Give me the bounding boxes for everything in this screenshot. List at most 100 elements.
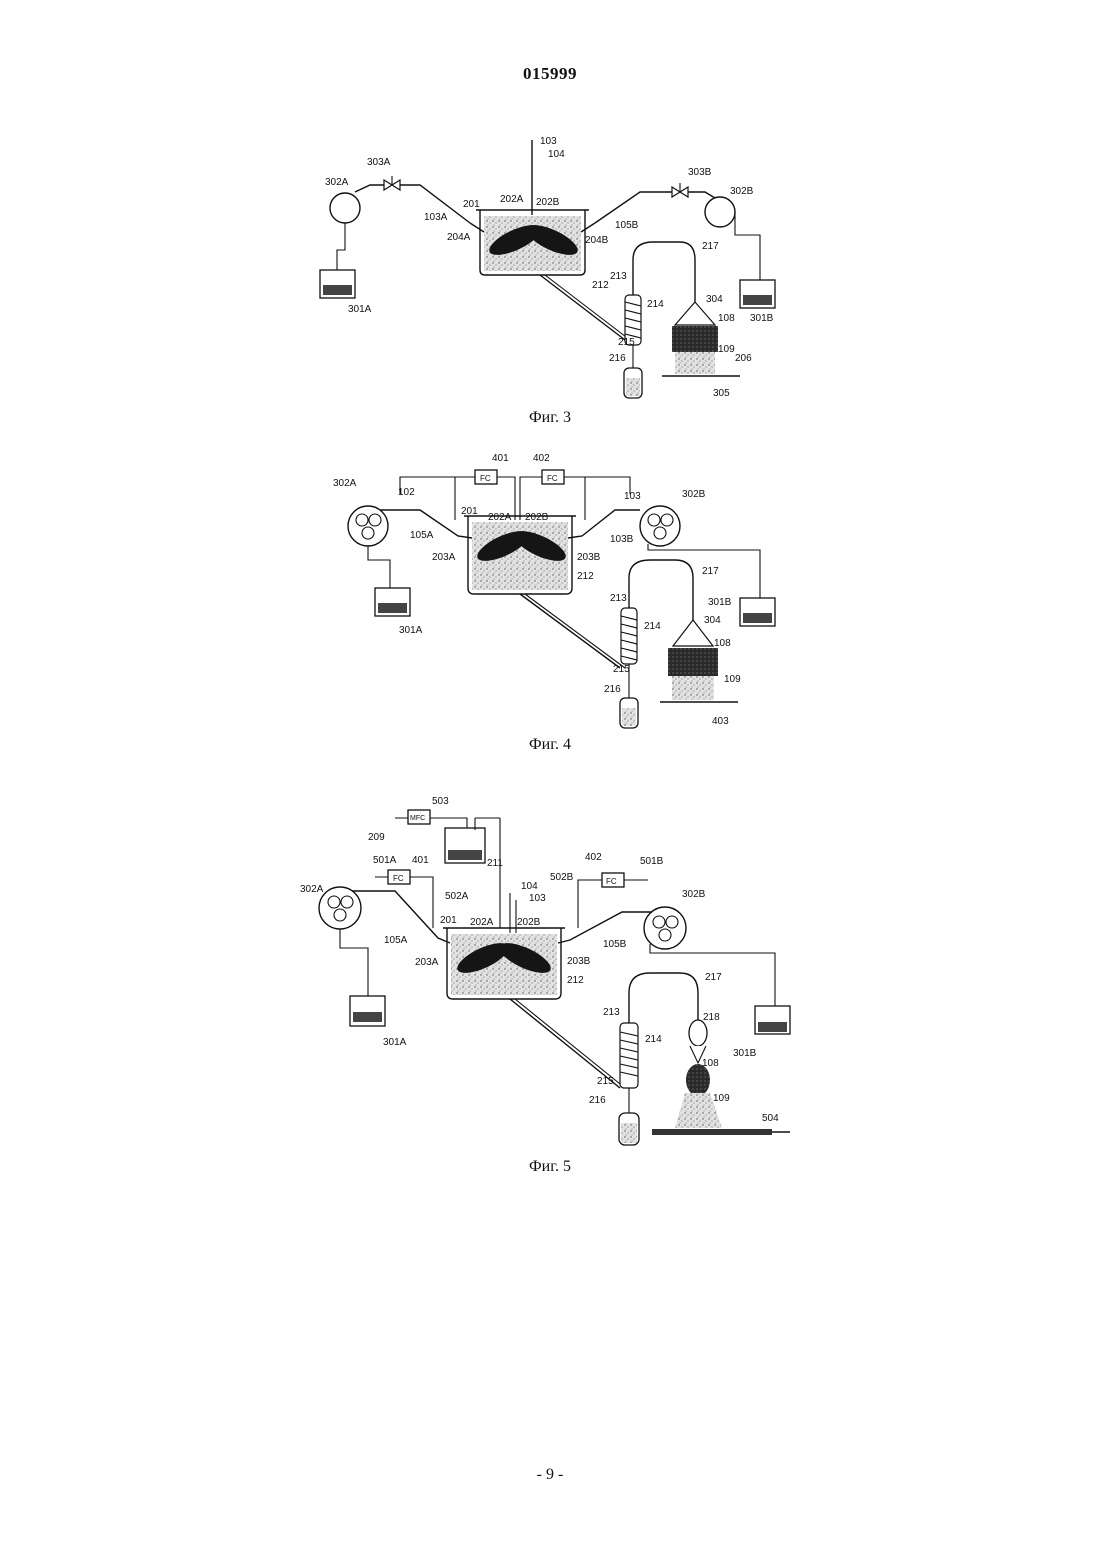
label-218: 218 — [703, 1012, 720, 1023]
label-202b: 202B — [536, 197, 560, 208]
label-201: 201 — [463, 199, 480, 210]
label-213: 213 — [610, 271, 627, 282]
label-201: 201 — [461, 506, 478, 517]
label-301a: 301A — [348, 304, 372, 315]
label-203b: 203B — [577, 552, 601, 563]
label-502b: 502B — [550, 872, 574, 883]
label-212: 212 — [567, 975, 584, 986]
label-302a: 302A — [300, 884, 324, 895]
label-214: 214 — [645, 1034, 662, 1045]
label-304: 304 — [704, 615, 721, 626]
label-217: 217 — [705, 972, 722, 983]
page-number: - 9 - — [0, 1466, 1100, 1484]
figure-3-caption: Фиг. 3 — [0, 409, 1100, 427]
label-215: 215 — [618, 337, 635, 348]
label-216: 216 — [604, 684, 621, 695]
figure-4-caption: Фиг. 4 — [0, 736, 1100, 754]
label-103: 103 — [624, 491, 641, 502]
fc-401-label: FC — [480, 474, 491, 483]
label-105a: 105A — [410, 530, 434, 541]
reactor-vessel — [464, 516, 576, 594]
label-102: 102 — [398, 487, 415, 498]
label-202a: 202A — [470, 917, 494, 928]
label-204b: 204B — [585, 235, 609, 246]
label-216: 216 — [609, 353, 626, 364]
label-203a: 203A — [432, 552, 456, 563]
fc-402-label: FC — [547, 474, 558, 483]
label-501b: 501B — [640, 856, 664, 867]
figure-5-diagram: 503 209 MFC 211 501A 401 FC 402 FC 501B … — [0, 788, 1100, 1158]
label-501a: 501A — [373, 855, 397, 866]
valve-303a-icon — [384, 176, 400, 190]
mfc-503-label: MFC — [410, 815, 425, 822]
label-303a: 303A — [367, 157, 391, 168]
label-202a: 202A — [500, 194, 524, 205]
label-212: 212 — [592, 280, 609, 291]
label-105a: 105A — [384, 935, 408, 946]
label-302b: 302B — [682, 889, 706, 900]
label-212: 212 — [577, 571, 594, 582]
label-214: 214 — [644, 621, 661, 632]
label-215: 215 — [613, 664, 630, 675]
label-206: 206 — [735, 353, 752, 364]
label-217: 217 — [702, 566, 719, 577]
label-105b: 105B — [603, 939, 627, 950]
label-504: 504 — [762, 1113, 779, 1124]
label-214: 214 — [647, 299, 664, 310]
label-503: 503 — [432, 796, 449, 807]
figure-4-diagram: 401 402 FC FC 302A 302B 102 103 201 202A… — [0, 448, 1100, 738]
label-103b: 103B — [610, 534, 634, 545]
label-301a: 301A — [399, 625, 423, 636]
label-203a: 203A — [415, 957, 439, 968]
fc-402-label: FC — [606, 877, 617, 886]
label-301b: 301B — [708, 597, 732, 608]
label-105b: 105B — [615, 220, 639, 231]
figure-3-diagram: 103 104 303A 303B 302A 302B 201 202A 202… — [0, 130, 1100, 410]
label-305: 305 — [713, 388, 730, 399]
label-103a: 103A — [424, 212, 448, 223]
label-203b: 203B — [567, 956, 591, 967]
label-202a: 202A — [488, 512, 512, 523]
label-215: 215 — [597, 1076, 614, 1087]
label-103: 103 — [540, 136, 557, 147]
document-number: 015999 — [0, 64, 1100, 84]
label-209: 209 — [368, 832, 385, 843]
fc-401-label: FC — [393, 874, 404, 883]
reactor-vessel — [443, 928, 565, 999]
label-301a: 301A — [383, 1037, 407, 1048]
label-213: 213 — [610, 593, 627, 604]
valve-303b-icon — [672, 183, 688, 197]
label-401: 401 — [412, 855, 429, 866]
label-213: 213 — [603, 1007, 620, 1018]
label-303b: 303B — [688, 167, 712, 178]
label-109: 109 — [713, 1093, 730, 1104]
label-217: 217 — [702, 241, 719, 252]
figure-5-caption: Фиг. 5 — [0, 1158, 1100, 1176]
label-301b: 301B — [733, 1048, 757, 1059]
label-103: 103 — [529, 893, 546, 904]
label-302b: 302B — [682, 489, 706, 500]
label-402: 402 — [533, 453, 550, 464]
label-302b: 302B — [730, 186, 754, 197]
label-403: 403 — [712, 716, 729, 727]
label-304: 304 — [706, 294, 723, 305]
label-301b: 301B — [750, 313, 774, 324]
label-502a: 502A — [445, 891, 469, 902]
label-216: 216 — [589, 1095, 606, 1106]
label-108: 108 — [702, 1058, 719, 1069]
label-202b: 202B — [525, 512, 549, 523]
label-302a: 302A — [325, 177, 349, 188]
reactor-vessel — [476, 210, 589, 275]
label-204a: 204A — [447, 232, 471, 243]
label-201: 201 — [440, 915, 457, 926]
label-109: 109 — [718, 344, 735, 355]
label-108: 108 — [714, 638, 731, 649]
label-109: 109 — [724, 674, 741, 685]
label-104: 104 — [521, 881, 538, 892]
label-108: 108 — [718, 313, 735, 324]
label-211: 211 — [487, 858, 503, 869]
label-302a: 302A — [333, 478, 357, 489]
label-202b: 202B — [517, 917, 541, 928]
label-104: 104 — [548, 149, 565, 160]
label-401: 401 — [492, 453, 509, 464]
